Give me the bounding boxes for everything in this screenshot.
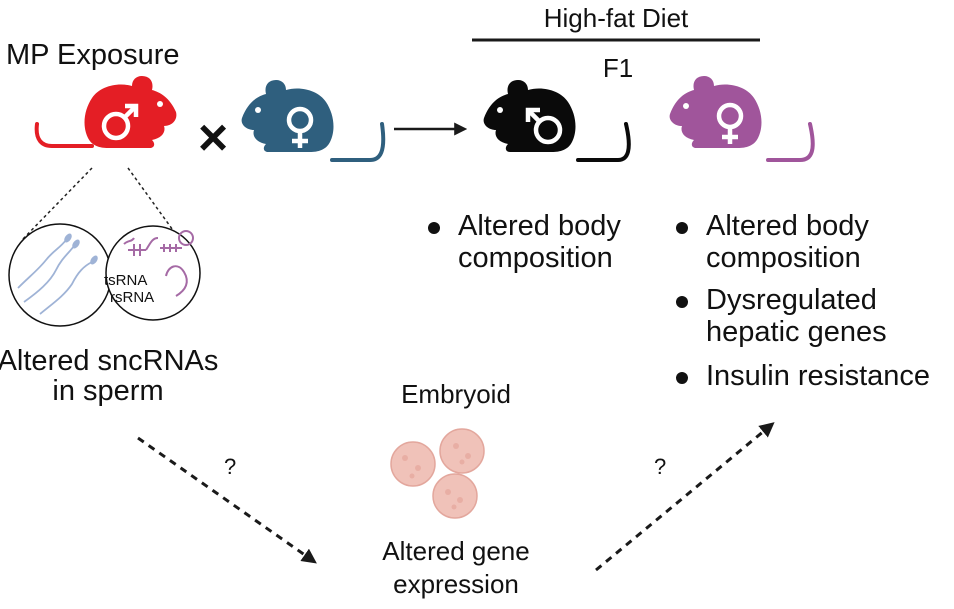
question-mark-left: ? (224, 454, 237, 479)
parent-female-mouse-icon (241, 80, 386, 162)
bullet-icon (676, 372, 688, 384)
sncrna-label-line2: in sperm (52, 375, 164, 407)
generation-label: F1 (602, 53, 634, 83)
male-symbol-icon (525, 107, 563, 145)
embryoid-label: Embryoid (401, 379, 511, 409)
offspring-female-mouse-icon (669, 76, 815, 162)
female-outcome-item: Dysregulated hepatic genes (676, 284, 887, 348)
embryoid-cluster-icon (390, 428, 485, 519)
male-outcome-item: Altered body composition (428, 210, 621, 274)
arrow-embryoid-to-outcome-icon (595, 422, 775, 572)
offspring-male-mouse-icon (483, 80, 631, 162)
tsrna-label: tsRNA (104, 272, 148, 289)
bullet-icon (676, 296, 688, 308)
female-outcome-item: Insulin resistance (676, 360, 930, 392)
sncrna-label-line1: Altered sncRNAs (0, 345, 219, 377)
mp-exposure-label: MP Exposure (6, 39, 180, 71)
male-symbol-icon (101, 103, 139, 141)
female-symbol-icon (286, 106, 314, 148)
zoom-line-left (21, 167, 93, 241)
gene-expression-label-line1: Altered gene (382, 536, 530, 566)
arrow-sperm-to-embryoid-icon (137, 436, 317, 564)
female-symbol-icon (716, 102, 744, 144)
diet-label: High-fat Diet (543, 3, 689, 33)
rsrna-label: rsRNA (110, 289, 155, 306)
female-outcome-item: Altered body composition (676, 210, 869, 274)
parent-male-mouse-icon (34, 76, 177, 148)
cross-icon: × (198, 109, 228, 167)
bullet-icon (676, 222, 688, 234)
sperm-circle-icon (8, 223, 112, 327)
rna-circle-icon (105, 225, 201, 321)
question-mark-right: ? (654, 454, 667, 479)
bullet-icon (428, 222, 440, 234)
gene-expression-label-line2: expression (393, 569, 519, 599)
